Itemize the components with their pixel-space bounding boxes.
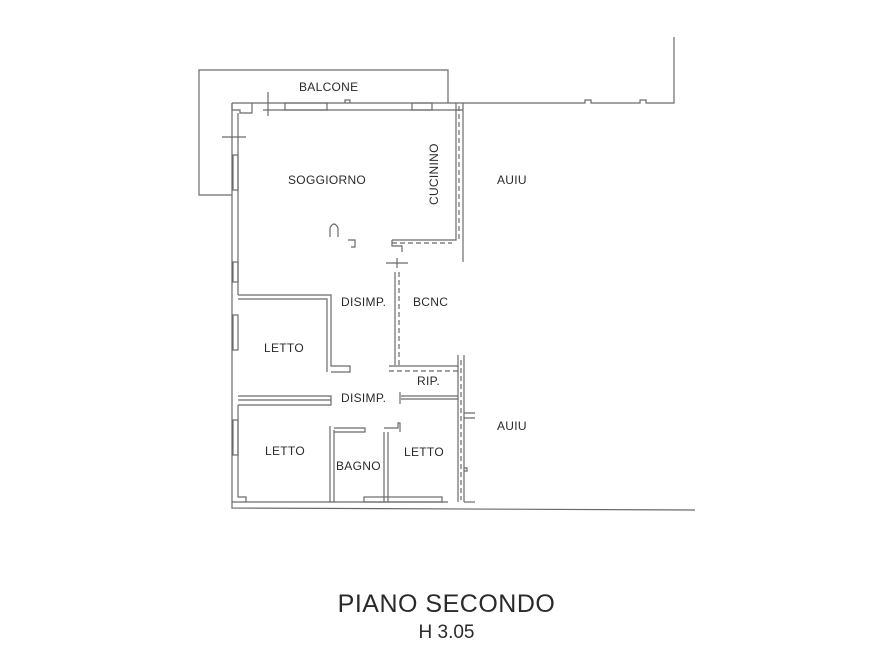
room-label-letto-3: LETTO — [404, 445, 444, 459]
room-label-auiu-bottom: AUIU — [497, 419, 527, 433]
letto-1-walls — [238, 294, 351, 373]
room-label-bcnc: BCNC — [413, 295, 449, 309]
room-label-disimp-2: DISIMP. — [341, 391, 387, 405]
room-label-rip: RIP. — [417, 374, 440, 388]
room-label-cucinino: CUCININO — [427, 143, 441, 205]
window-left-2 — [232, 261, 239, 283]
window-bottom — [363, 496, 443, 503]
room-label-bagno: BAGNO — [336, 459, 381, 473]
room-label-balcone: BALCONE — [299, 80, 359, 94]
window-top-2 — [411, 102, 433, 111]
window-left-3 — [232, 314, 239, 351]
room-label-letto-1: LETTO — [264, 341, 304, 355]
floor-title: PIANO SECONDO — [337, 590, 556, 618]
room-label-auiu-top: AUIU — [497, 173, 527, 187]
window-left-1 — [232, 154, 239, 191]
balcony-outline — [198, 69, 449, 196]
room-label-soggiorno: SOGGIORNO — [288, 173, 367, 187]
room-label-letto-2: LETTO — [265, 444, 305, 458]
window-top-1 — [284, 102, 328, 111]
room-label-disimp-1: DISIMP. — [341, 295, 387, 309]
ceiling-height-label: H 3.05 — [418, 622, 475, 643]
window-left-4 — [232, 419, 239, 456]
